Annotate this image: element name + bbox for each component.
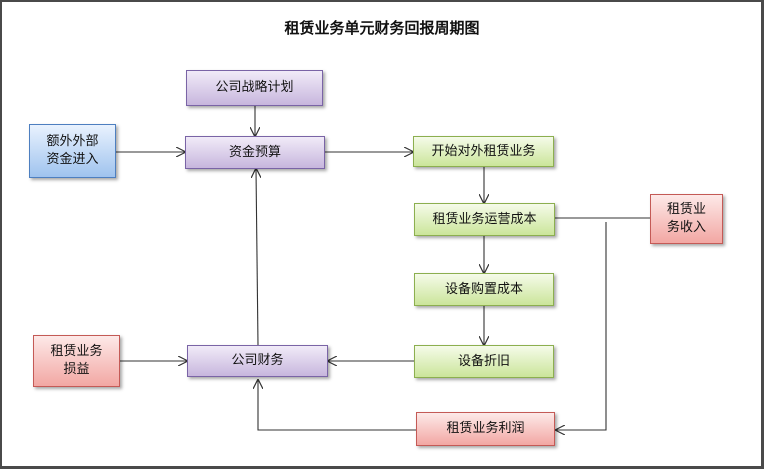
node-external-funds-line2: 资金进入 <box>46 152 99 167</box>
node-leasing-income-line2: 务收入 <box>666 220 706 235</box>
edge-income-to-profit <box>556 222 607 430</box>
node-depreciation-label: 设备折旧 <box>457 353 510 369</box>
node-budget-label: 资金预算 <box>228 144 281 160</box>
node-leasing-income: 租赁业 务收入 <box>650 194 723 244</box>
node-leasing-profit: 租赁业务利润 <box>416 412 555 446</box>
node-start-leasing-label: 开始对外租赁业务 <box>431 143 536 159</box>
node-leasing-income-line1: 租赁业 <box>666 202 706 217</box>
node-operating-cost-label: 租赁业务运营成本 <box>432 211 537 227</box>
diagram-title: 租赁业务单元财务回报周期图 <box>284 19 480 37</box>
node-leasing-pl-line1: 租赁业务 <box>50 344 103 359</box>
node-start-leasing: 开始对外租赁业务 <box>413 136 554 167</box>
node-leasing-pl-line2: 损益 <box>63 362 90 377</box>
node-budget: 资金预算 <box>185 136 325 169</box>
node-strategy-label: 公司战略计划 <box>215 80 294 95</box>
node-leasing-pl: 租赁业务 损益 <box>33 335 120 387</box>
node-equipment-purchase-label: 设备购置成本 <box>444 281 523 297</box>
edge-profit-to-finance <box>258 380 416 431</box>
node-leasing-profit-label: 租赁业务利润 <box>446 421 525 436</box>
node-company-finance: 公司财务 <box>187 345 328 377</box>
node-external-funds: 额外外部 资金进入 <box>29 124 116 178</box>
node-equipment-purchase: 设备购置成本 <box>414 273 554 306</box>
edge-finance-to-budget <box>256 169 258 346</box>
node-company-finance-label: 公司财务 <box>231 353 284 368</box>
node-strategy: 公司战略计划 <box>186 70 323 106</box>
node-operating-cost: 租赁业务运营成本 <box>414 203 555 236</box>
node-external-funds-line1: 额外外部 <box>46 134 99 149</box>
node-depreciation: 设备折旧 <box>414 345 554 378</box>
